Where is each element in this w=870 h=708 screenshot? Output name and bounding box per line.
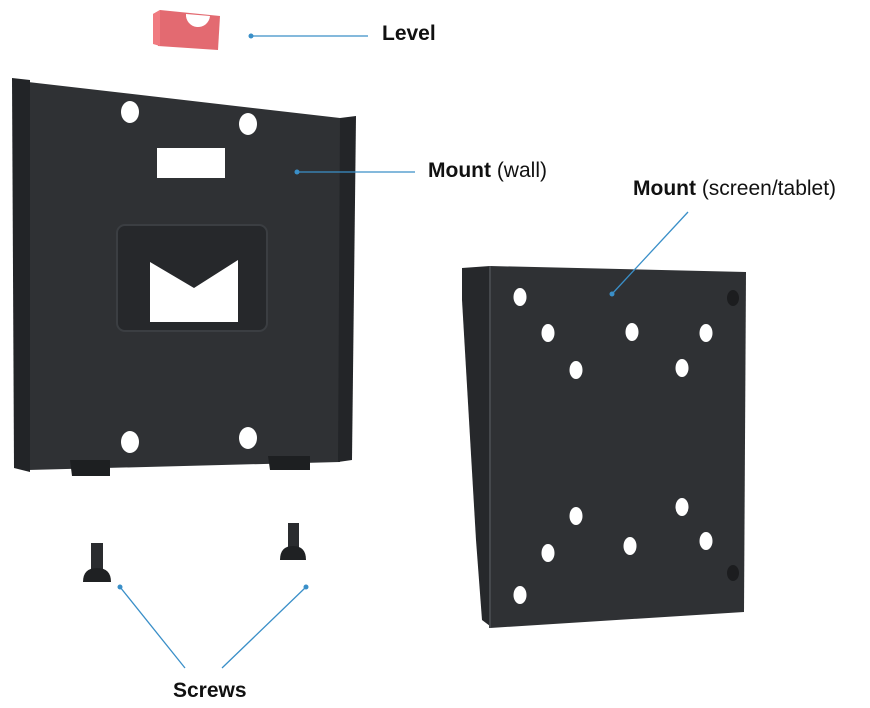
screw-right-leader xyxy=(221,586,307,669)
screen-mount-label-name: Mount xyxy=(633,177,696,200)
level-label: Level xyxy=(382,22,436,45)
wall-mount-leader-dot xyxy=(294,169,300,175)
wall-mount-label: Mount (wall) xyxy=(428,159,547,182)
wall-mount-label-name: Mount xyxy=(428,159,491,182)
wall-mount-part xyxy=(12,78,356,476)
screen-mount-label: Mount (screen/tablet) xyxy=(633,177,836,200)
screen-mount-part xyxy=(462,266,746,628)
level-part xyxy=(153,10,220,50)
screw-left-leader-dot xyxy=(117,584,123,590)
screen-mount-leader-dot xyxy=(609,291,615,297)
screw-right xyxy=(280,523,306,560)
screen-mount-leader xyxy=(611,211,689,295)
screen-mount-label-note: (screen/tablet) xyxy=(696,177,836,200)
screws-label: Screws xyxy=(173,679,247,702)
screw-left-leader xyxy=(119,586,186,669)
screw-right-leader-dot xyxy=(303,584,309,590)
level-leader-dot xyxy=(248,33,254,39)
wall-mount-label-note: (wall) xyxy=(491,159,547,182)
screw-left xyxy=(83,543,111,582)
